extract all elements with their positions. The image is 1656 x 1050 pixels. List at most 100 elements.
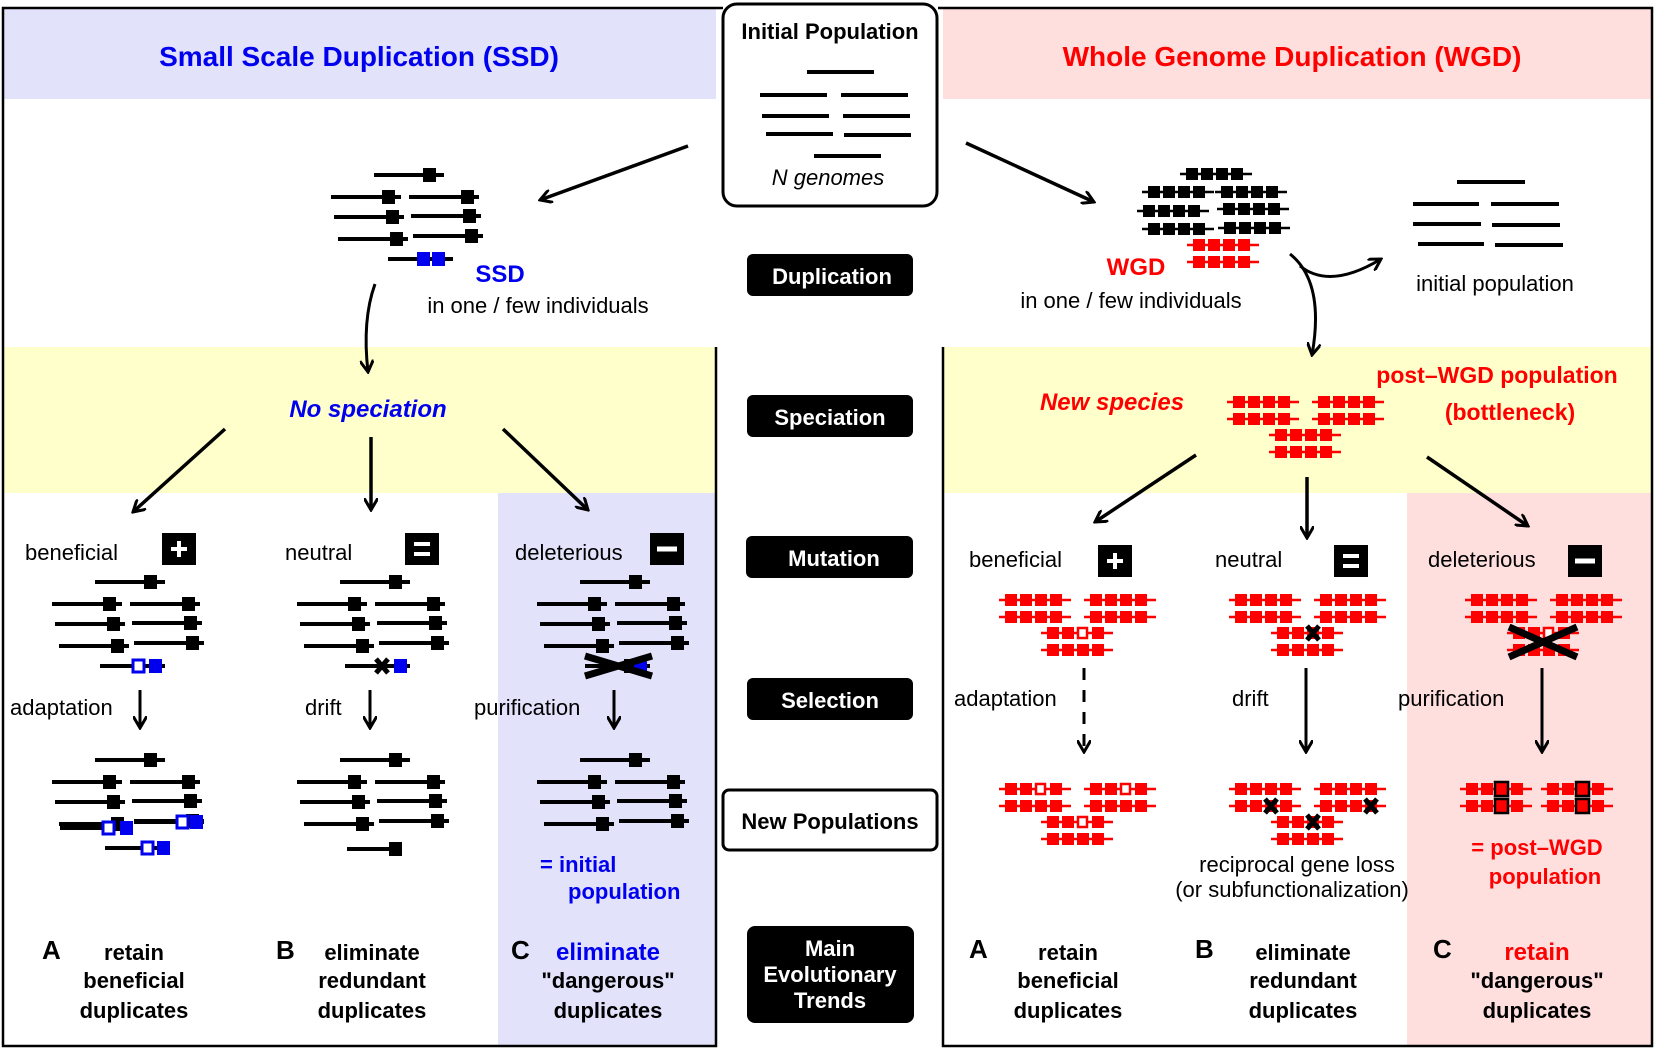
trend-line: retain [1038,940,1098,965]
gene-block [596,639,609,653]
gene-block [1322,816,1334,828]
wgd-duplicated-genome [1550,594,1622,623]
trend-letter: C [511,935,530,965]
gene-block [1278,413,1290,425]
gene-block [1250,611,1262,623]
gene-block [1090,611,1102,623]
wgd-genome [1312,413,1384,425]
mutation-sign-icon [650,533,684,565]
ssd-genome [544,639,614,653]
gene-block [1235,611,1247,623]
wgd-genome [1041,644,1113,656]
gene-block [1350,800,1362,812]
gene-block [671,814,684,828]
ssd-genome [59,639,129,653]
gene-block [1090,783,1102,795]
ssd-genome [617,794,687,808]
gene-block [1005,594,1017,606]
ssd-genome [52,775,122,789]
gene-block [1092,816,1104,828]
gene-block [1335,783,1347,795]
gene-block [1062,627,1074,639]
gene-block [1224,222,1236,234]
wgd-genome [1084,594,1156,606]
gene-block [1466,800,1478,812]
gene-block [1020,594,1032,606]
wgd-duplicated-genome [1229,594,1301,623]
gene-block [1307,833,1319,845]
gene-block [1471,594,1483,606]
gene-block [348,775,361,789]
ssd-panel-border [1,6,723,1048]
gene-block [1020,783,1032,795]
panel-borders [1,6,1654,1048]
gene-block [1236,186,1248,198]
wgd-post-genomes [1227,396,1384,458]
ssd-genome [540,795,610,809]
gene-block [1239,222,1251,234]
selection-label: drift [1232,686,1269,711]
gene-block [1350,783,1362,795]
wgd-genome [999,611,1071,623]
stage-new-populations: New Populations [721,788,939,852]
trend-line: duplicates [554,998,663,1023]
cross-out-icon [1507,623,1579,661]
gene-block [1511,783,1523,795]
trend-line: "dangerous" [541,968,674,993]
result-label: (or subfunctionalization) [1175,877,1409,902]
mutation-sign-icon [405,533,439,565]
gene-block [1193,256,1205,268]
ssd-genome [374,168,444,182]
gene-block [1005,800,1017,812]
ssd-genome [304,817,374,831]
ssd-genome [338,232,408,246]
arrow-to-wgd [965,141,1094,202]
gene-block [1050,594,1062,606]
retained-gene-block [1574,780,1591,798]
lost-gene-mark [1305,624,1321,642]
mutated-gene-block [1076,815,1089,829]
gene-block [356,639,369,653]
wgd-panel-border [938,6,1654,1048]
mutation-sign-icon [1098,545,1132,577]
gene-block [431,636,444,650]
gene-block [184,794,197,808]
gene-block [592,617,605,631]
gene-block [1322,627,1334,639]
trend-line: duplicates [318,998,427,1023]
ssd-genome [413,229,483,243]
gene-block [1135,611,1147,623]
retained-gene-block [1493,797,1510,815]
gene-block [1077,833,1089,845]
selection-label: adaptation [954,686,1057,711]
gene-block [1335,594,1347,606]
gene-block [1250,783,1262,795]
ssd-genome [580,753,650,767]
gene-block [1135,594,1147,606]
gene-block [1592,800,1604,812]
mutated-gene-block [1034,782,1047,796]
arrow-to-ssd [540,144,689,200]
gene-block [1233,396,1245,408]
gene-block [1201,168,1213,180]
gene-block [1592,783,1604,795]
gene-block [1253,203,1265,215]
ssd-genome [60,820,133,836]
selection-label: adaptation [10,695,113,720]
gene-block [1062,833,1074,845]
gene-block [1235,594,1247,606]
wgd-genome [1465,594,1537,606]
gene-block [390,232,403,246]
gene-block [1090,594,1102,606]
trend-line: retain [104,940,164,965]
wgd-duplicated-genome [1465,594,1537,623]
gene-block [1092,833,1104,845]
gene-block [1105,611,1117,623]
gene-block [1254,222,1266,234]
trend-line: "dangerous" [1470,968,1603,993]
wgd-duplicated-genome [1227,396,1299,425]
result-label: reciprocal gene loss [1199,852,1395,877]
gene-block [1277,627,1289,639]
